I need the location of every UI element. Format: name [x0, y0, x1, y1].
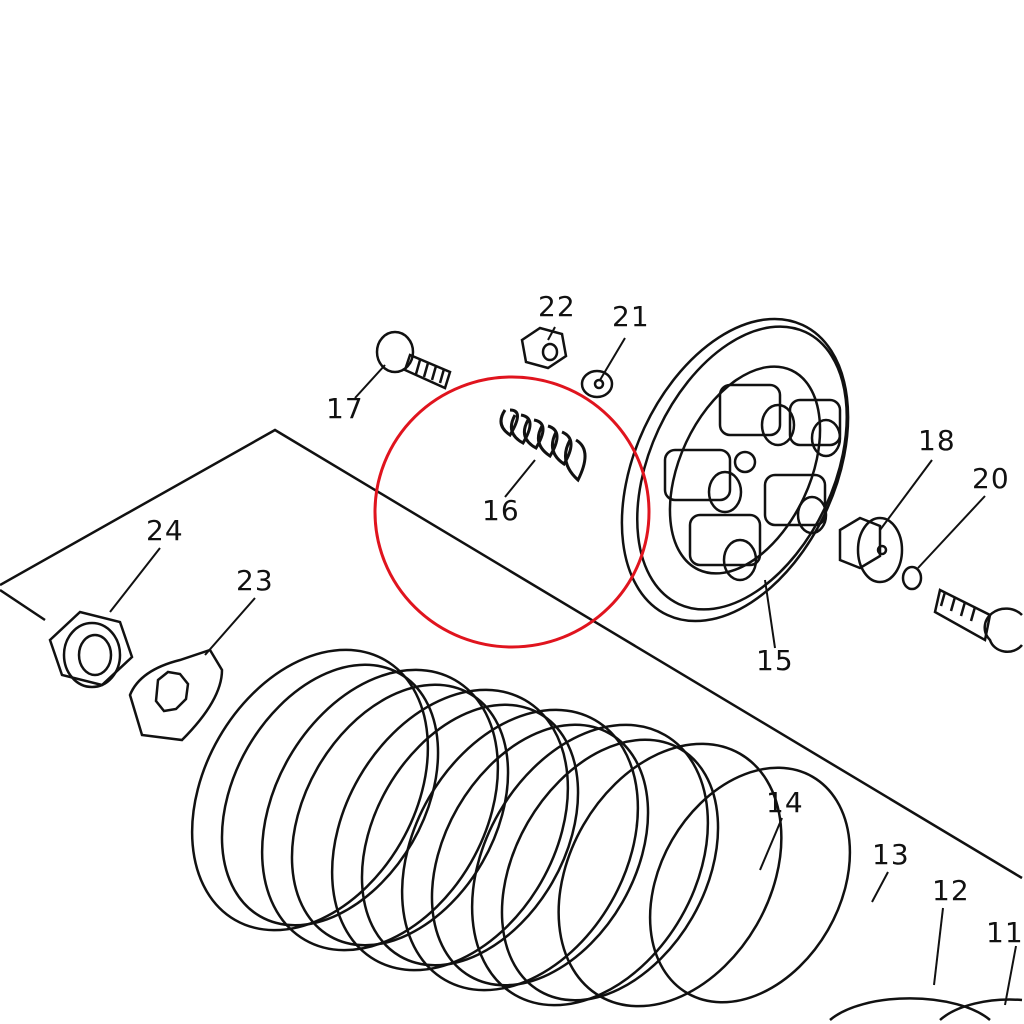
label-13: 13: [872, 838, 910, 871]
label-24: 24: [146, 514, 184, 547]
assembly-frame-line: [0, 428, 1023, 880]
spring-16: [499, 408, 587, 483]
label-15: 15: [756, 644, 794, 677]
bolt-17: [375, 330, 452, 390]
highlight-circle: [373, 375, 651, 649]
label-11: 11: [986, 916, 1024, 949]
o-ring-20: [901, 565, 923, 591]
label-22: 22: [538, 290, 576, 323]
label-21: 21: [612, 300, 650, 333]
assembly-frame-line: [0, 588, 46, 622]
label-12: 12: [932, 874, 970, 907]
label-18: 18: [918, 424, 956, 457]
label-17: 17: [326, 392, 364, 425]
pressure-plate-15: [620, 317, 850, 623]
label-23: 23: [236, 564, 274, 597]
label-16: 16: [482, 494, 520, 527]
nut-22: [520, 326, 568, 370]
label-14: 14: [766, 786, 804, 819]
nut-24: [48, 610, 134, 689]
push-rod: [933, 588, 1023, 653]
lock-washer-23: [128, 648, 224, 742]
clutch-plates: [190, 648, 1023, 1021]
washer-21: [580, 369, 614, 399]
leader-lines: [109, 326, 1017, 1006]
label-20: 20: [972, 462, 1010, 495]
bearing-18: [838, 516, 904, 584]
